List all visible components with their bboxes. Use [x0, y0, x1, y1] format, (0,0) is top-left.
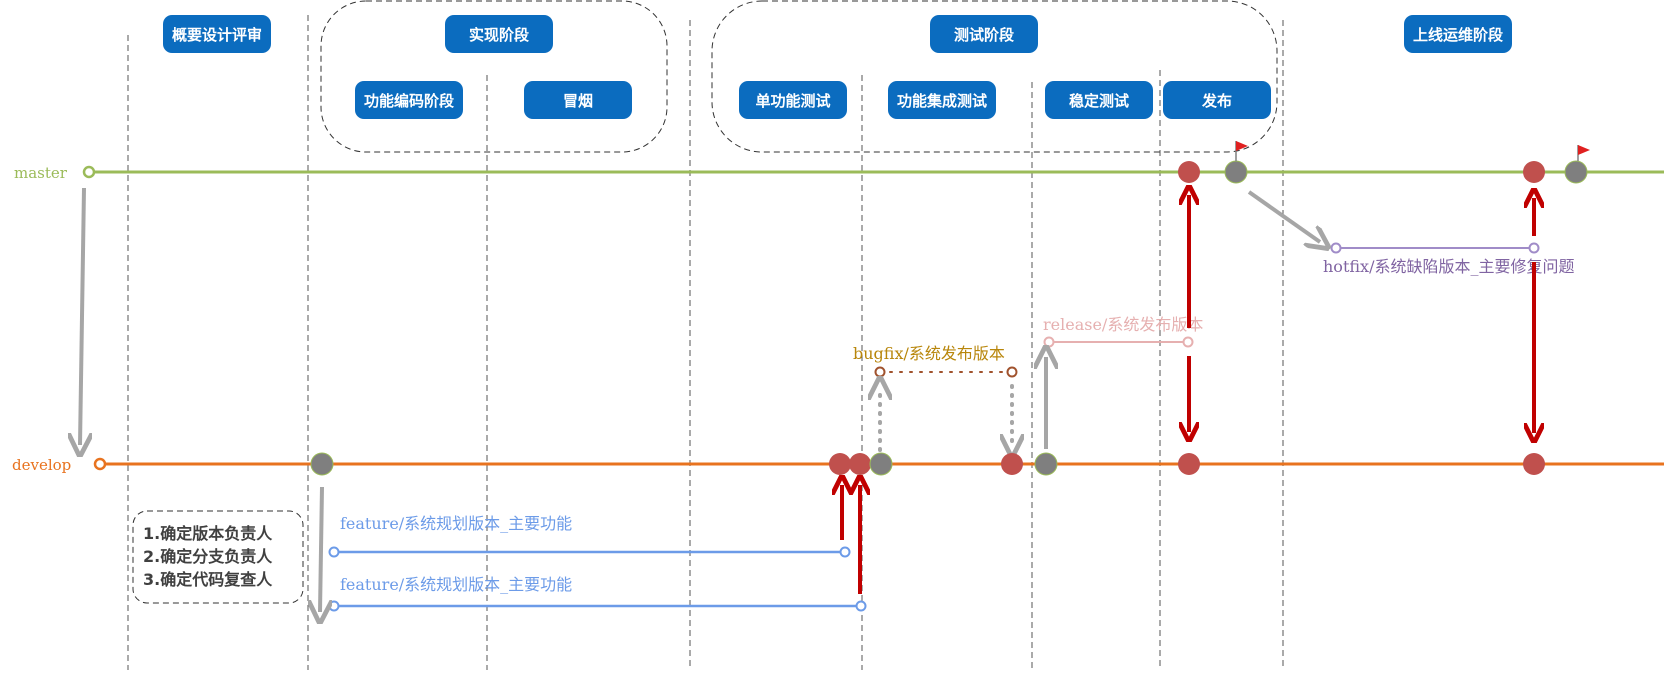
test-phase-group: [711, 0, 1278, 153]
develop-commit-node: [869, 452, 893, 476]
phase-stable: 稳定测试: [1069, 92, 1129, 110]
flag-icon: [1577, 145, 1590, 161]
phase-labels: 概要设计评审 实现阶段 功能编码阶段 冒烟 测试阶段 单功能测试 功能集成测试 …: [163, 15, 1512, 119]
develop-commit-node: [1034, 452, 1058, 476]
master-merge-node: [1178, 161, 1200, 183]
flag-icon: [1235, 141, 1248, 161]
master-to-develop-arrow: [80, 187, 84, 445]
phase-unit: 单功能测试: [755, 92, 830, 110]
impl-phase-group: [320, 0, 668, 153]
develop-commit-node: [310, 452, 334, 476]
develop-label: develop: [12, 456, 71, 474]
phase-label-box: [1163, 81, 1271, 119]
phase-label-box: [163, 15, 271, 53]
feature1-end-node: [839, 546, 851, 558]
phase-label-box: [888, 81, 996, 119]
phase-ops: 上线运维阶段: [1413, 26, 1503, 44]
phase-label-box: [930, 15, 1038, 53]
phase-label-box: [1404, 15, 1512, 53]
develop-merge-node: [1178, 453, 1200, 475]
note-item: 1.确定版本负责人: [143, 524, 273, 543]
phase-label-box: [739, 81, 847, 119]
bugfix-start-node: [874, 366, 886, 378]
phase-impl: 实现阶段: [469, 26, 529, 44]
phase-release: 发布: [1201, 92, 1232, 110]
develop-merge-node: [1523, 453, 1545, 475]
feature2-label: feature/系统规划版本_主要功能: [340, 575, 572, 594]
phase-coding: 功能编码阶段: [364, 92, 454, 110]
phase-integration: 功能集成测试: [897, 92, 987, 110]
phase-test: 测试阶段: [954, 26, 1014, 44]
master-tag-node: [1564, 160, 1588, 184]
note-item: 3.确定代码复查人: [143, 570, 273, 589]
phase-label-box: [1045, 81, 1153, 119]
phase-label-box: [524, 81, 632, 119]
develop-to-feature-arrow: [320, 486, 322, 612]
note-item: 2.确定分支负责人: [143, 547, 273, 566]
master-to-hotfix-arrow: [1247, 190, 1320, 242]
phase-design: 概要设计评审: [172, 26, 262, 44]
develop-merge-node: [829, 453, 851, 475]
bugfix-end-node: [1006, 366, 1018, 378]
feature2-start-node: [328, 600, 340, 612]
release-label: release/系统发布版本: [1043, 315, 1203, 334]
phase-label-box: [355, 81, 463, 119]
phase-label-box: [445, 15, 553, 53]
notes-box: [132, 510, 304, 604]
develop-merge-node: [849, 453, 871, 475]
feature1-label: feature/系统规划版本_主要功能: [340, 514, 572, 533]
develop-start-node: [93, 457, 107, 471]
master-label: master: [14, 164, 68, 182]
master-tag-node: [1224, 160, 1248, 184]
hotfix-label: hotfix/系统缺陷版本_主要修复问题: [1323, 257, 1574, 276]
bugfix-label: bugfix/系统发布版本: [853, 344, 1005, 363]
hotfix-start-node: [1330, 242, 1342, 254]
phase-smoke: 冒烟: [563, 92, 593, 110]
master-start-node: [82, 165, 96, 179]
release-end-node: [1182, 336, 1194, 348]
feature1-start-node: [328, 546, 340, 558]
feature2-end-node: [855, 600, 867, 612]
master-merge-node: [1523, 161, 1545, 183]
develop-merge-node: [1001, 453, 1023, 475]
hotfix-end-node: [1528, 242, 1540, 254]
release-start-node: [1043, 336, 1055, 348]
notes-list: 1.确定版本负责人 2.确定分支负责人 3.确定代码复查人: [143, 524, 273, 589]
